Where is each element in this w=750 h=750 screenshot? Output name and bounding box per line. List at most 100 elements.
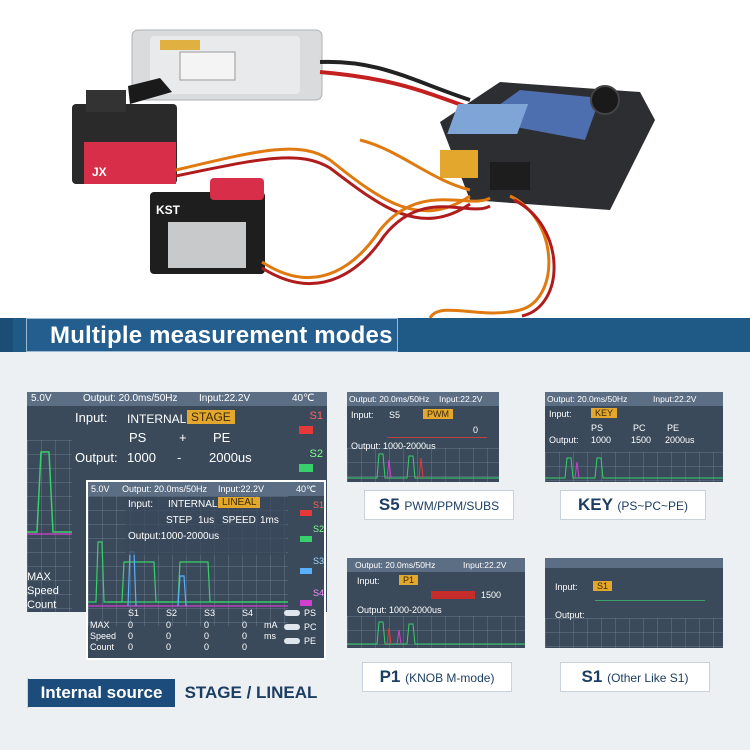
col-s2: S2 (166, 608, 178, 618)
row-count-s4: 0 (242, 642, 248, 652)
input-voltage: Input:22.2V (218, 484, 265, 494)
s1-caption-sub: (Other Like S1) (607, 671, 689, 685)
col-s3: S3 (204, 608, 216, 618)
toggle-pe (284, 638, 300, 644)
output-readout: Output: 20.0ms/50Hz (83, 393, 178, 404)
col-ps: PS (129, 430, 147, 445)
banner-left-accent (0, 318, 13, 352)
col-plus: + (179, 430, 187, 445)
jx-servo: JX (72, 78, 177, 184)
output-label: Output: (555, 610, 585, 620)
mode-tag-lineal: LINEAL (218, 497, 261, 508)
output-max: 2000us (209, 450, 252, 465)
col-ps: PS (591, 423, 604, 433)
input-label: Input: (357, 576, 380, 586)
side-s3: S3 (312, 556, 324, 566)
input-label: Input: (75, 410, 108, 425)
p1-value: 1500 (481, 590, 502, 600)
key-caption-main: KEY (577, 495, 613, 514)
waveform (347, 453, 499, 479)
mode-tag-stage: STAGE (187, 410, 235, 424)
servo-tester-device (440, 82, 655, 210)
toggle-pc (284, 624, 300, 630)
output-readout: Output: 20.0ms/50Hz (122, 484, 208, 494)
s1-screen: Input: S1 Output: (545, 558, 723, 648)
key-v3: 2000us (665, 435, 695, 445)
input-voltage: Input:22.2V (653, 394, 697, 404)
row-count-label: Count (90, 642, 115, 652)
s1-indicator (300, 510, 312, 516)
side-s1: S1 (309, 410, 323, 422)
side-s2: S2 (309, 448, 323, 460)
lineal-settings: Input: INTERNAL LINEAL STEP 1us SPEED 1m… (126, 497, 286, 555)
left-count-label: Count (27, 599, 57, 611)
output-label: Output: (75, 450, 118, 465)
modes-panel: 5.0V Output: 20.0ms/50Hz Input:22.2V 40℃… (0, 352, 750, 750)
stats-table: S1 S2 S3 S4 MAX 0 0 0 0 mA Speed 0 0 0 0… (88, 608, 324, 658)
p1-caption-sub: (KNOB M-mode) (405, 671, 495, 685)
product-photo: JX KST (0, 0, 750, 318)
status-bar: 5.0V Output: 20.0ms/50Hz Input:22.2V 40℃ (88, 482, 324, 496)
row-count-s1: 0 (128, 642, 134, 652)
stage-lineal-text: STAGE / LINEAL (184, 683, 318, 702)
input-source: INTERNAL (127, 412, 187, 426)
status-bar: Output: 20.0ms/50Hz Input:22.2V (347, 558, 525, 572)
toggle-ps-label: PS (304, 608, 317, 618)
pwm-value-bar (387, 437, 487, 438)
waveform-grid (545, 618, 723, 648)
step-value: 1us (198, 515, 215, 526)
row-max-s3: 0 (204, 620, 210, 630)
voltage-readout: 5.0V (31, 393, 52, 404)
row-count-s3: 0 (204, 642, 210, 652)
input-voltage: Input:22.2V (463, 560, 507, 570)
row-speed-label: Speed (90, 631, 117, 641)
output-range: Output: 1000-2000us (351, 441, 436, 451)
row-count-s2: 0 (166, 642, 172, 652)
pwm-tag: PWM (423, 409, 453, 419)
product-illustration: JX KST (72, 29, 655, 318)
status-bar: Output: 20.0ms/50Hz Input:22.2V (347, 392, 499, 406)
col-pc: PC (633, 423, 646, 433)
s1-indicator (299, 426, 313, 434)
banner-title-box (26, 318, 398, 352)
output-readout: Output: 20.0ms/50Hz (355, 560, 436, 570)
key-tag: KEY (591, 408, 618, 418)
waveform-inset (88, 541, 288, 607)
left-max-label: MAX (27, 571, 51, 583)
col-s4: S4 (242, 608, 254, 618)
s4-indicator (300, 600, 312, 606)
output-range: Output: 1000-2000us (357, 605, 442, 615)
output-readout: Output: 20.0ms/50Hz (349, 394, 430, 404)
waveform-left (27, 451, 72, 535)
key-screen: Output: 20.0ms/50Hz Input:22.2V Input: K… (545, 392, 723, 482)
key-caption: KEY (PS~PC~PE) (560, 490, 706, 520)
p1-caption-main: P1 (379, 667, 401, 686)
input-voltage: Input:22.2V (199, 393, 251, 404)
row-speed-s4: 0 (242, 631, 248, 641)
voltage-readout: 5.0V (91, 484, 110, 494)
left-speed-label: Speed (27, 585, 59, 597)
kst-servo: KST (150, 178, 265, 274)
row-max-s4: 0 (242, 620, 248, 630)
s2-indicator (300, 536, 312, 542)
input-source: INTERNAL (168, 499, 218, 510)
toggle-pe-label: PE (304, 636, 317, 646)
toggle-ps (284, 610, 300, 616)
toggle-pc-label: PC (304, 622, 317, 632)
p1-value-bar (431, 591, 475, 599)
speed-value: 1ms (260, 515, 279, 526)
row-max-label: MAX (90, 620, 110, 630)
internal-source-text: Internal source (28, 679, 175, 707)
output-min: 1000 (127, 450, 156, 465)
p1-caption: P1 (KNOB M-mode) (362, 662, 512, 692)
row-speed-s1: 0 (128, 631, 134, 641)
internal-source-label: Internal source STAGE / LINEAL (27, 678, 317, 708)
col-pe: PE (667, 423, 680, 433)
input-source: S5 (389, 410, 401, 420)
p1-knob-screen: Output: 20.0ms/50Hz Input:22.2V Input: P… (347, 558, 525, 648)
waveform (347, 621, 525, 645)
s3-indicator (300, 568, 312, 574)
speed-label: SPEED (222, 515, 256, 526)
status-bar (545, 558, 723, 568)
status-bar: Output: 20.0ms/50Hz Input:22.2V (545, 392, 723, 406)
